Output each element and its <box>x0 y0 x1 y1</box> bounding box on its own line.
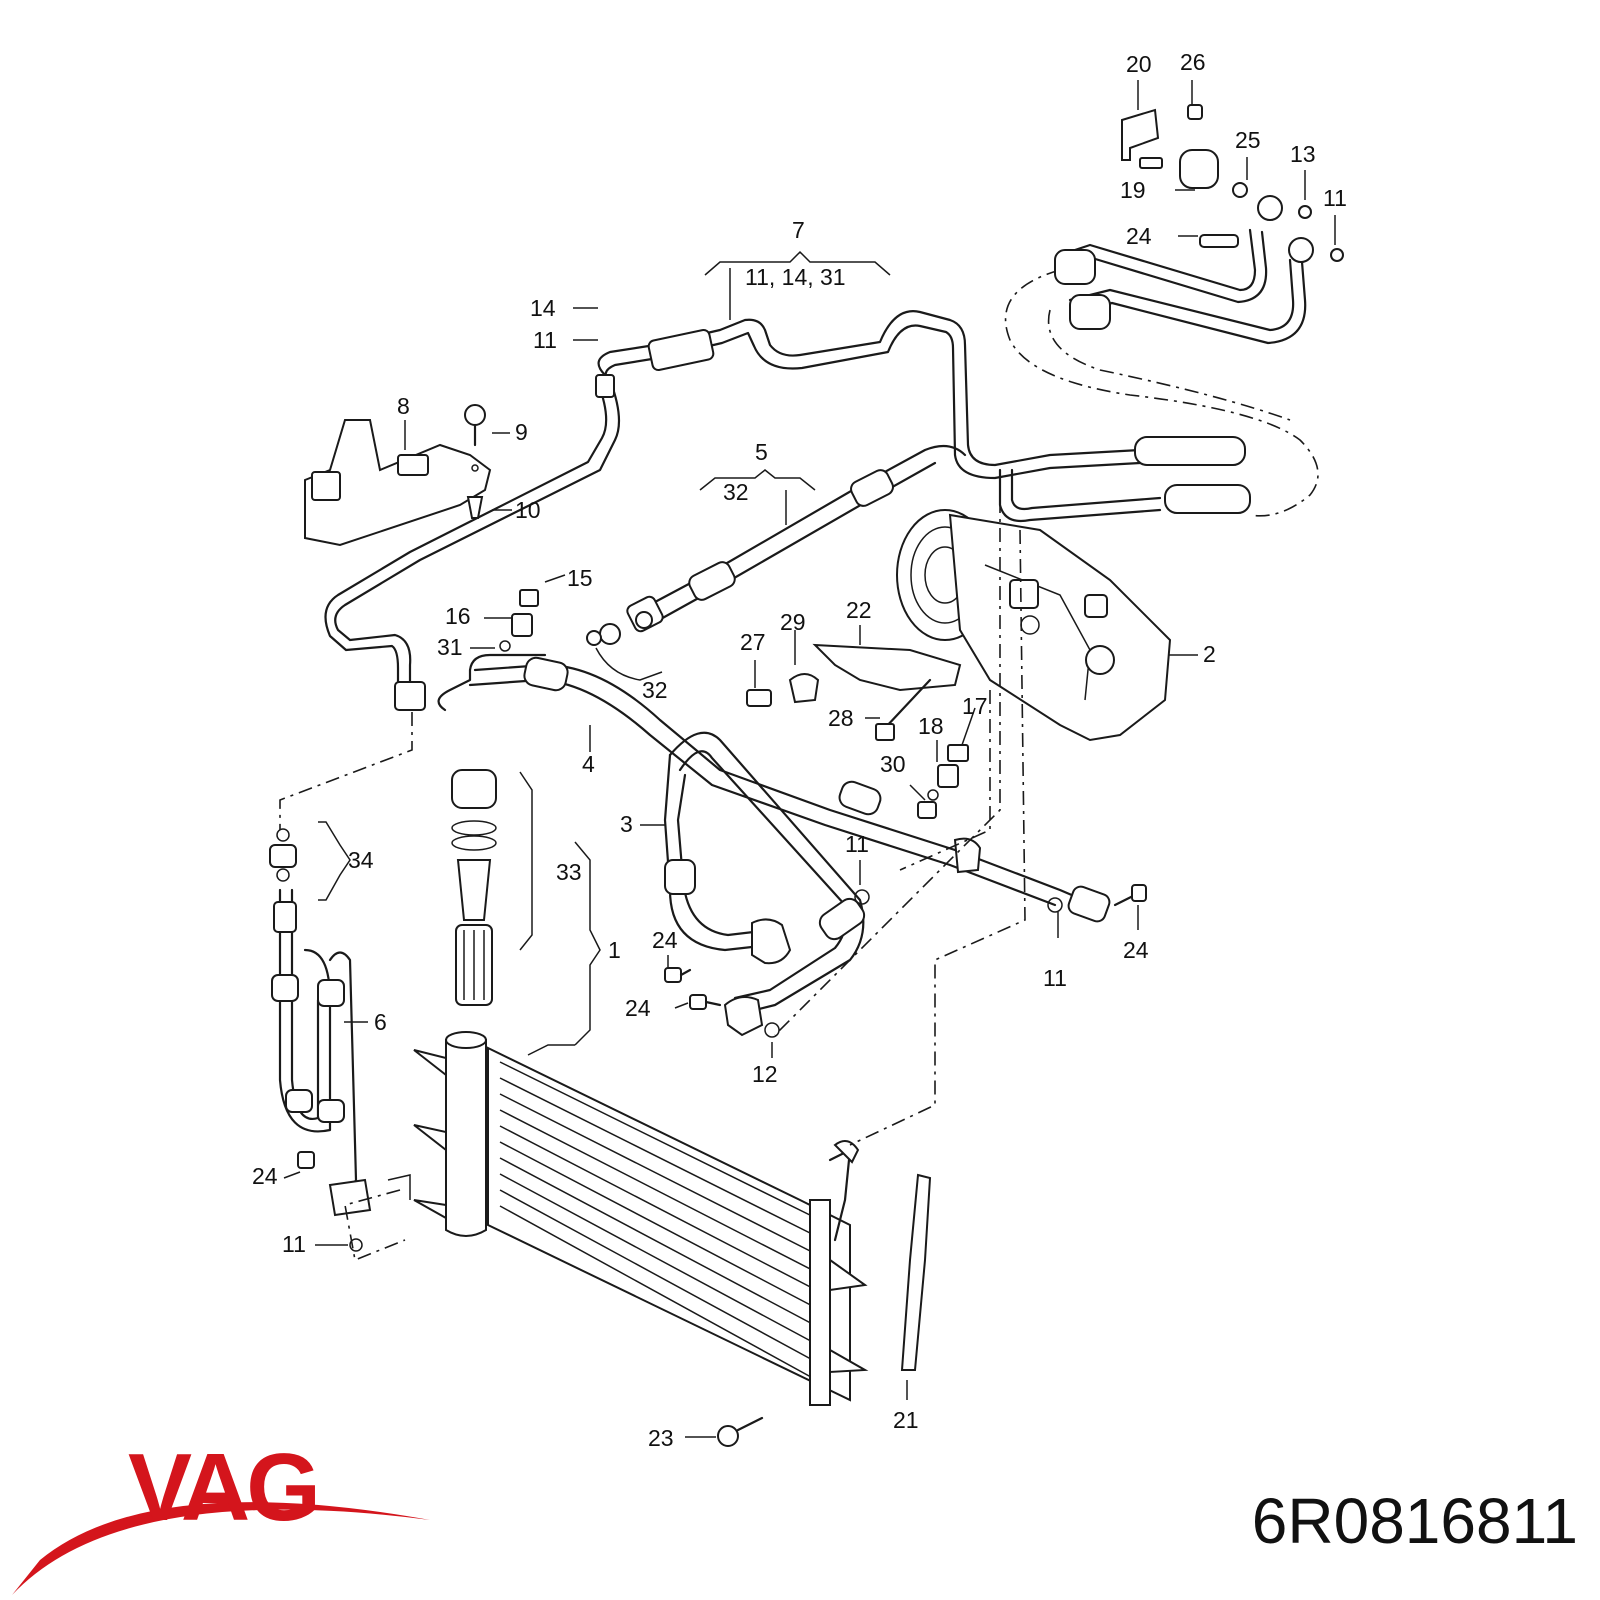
callout-27: 27 <box>740 629 766 655</box>
callout-21: 21 <box>893 1407 919 1433</box>
line-6 <box>269 828 372 1252</box>
screw-23 <box>717 1416 764 1447</box>
callout-8: 8 <box>397 393 410 419</box>
callout-20: 20 <box>1126 51 1152 77</box>
callout-19: 19 <box>1120 177 1146 203</box>
callout-labels: 20 26 25 13 11 19 24 11 7 11, 14, 31 14 … <box>252 49 1347 1451</box>
callout-30: 30 <box>880 751 906 777</box>
callout-12: 12 <box>752 1061 778 1087</box>
bracket-8 <box>304 404 492 547</box>
callout-10: 10 <box>515 497 541 523</box>
callout-3: 3 <box>620 811 633 837</box>
hose-3 <box>663 731 870 1038</box>
callout-1: 1 <box>608 937 621 963</box>
callout-11: 11 <box>845 831 869 857</box>
callout-9: 9 <box>515 419 528 445</box>
callout-32: 32 <box>723 479 749 505</box>
callout-23: 23 <box>648 1425 674 1451</box>
callout-32: 32 <box>642 677 668 703</box>
callout-26: 26 <box>1180 49 1206 75</box>
callout-14: 14 <box>530 295 556 321</box>
bracket-set-top-right <box>1121 104 1344 263</box>
seal-21 <box>900 1173 932 1371</box>
callout-11: 11 <box>1323 185 1347 211</box>
callout-24: 24 <box>1126 223 1152 249</box>
callout-15: 15 <box>567 565 593 591</box>
callout-34: 34 <box>348 847 374 873</box>
callout-6: 6 <box>374 1009 387 1035</box>
hose-outline-upper <box>1004 228 1319 517</box>
part-number: 6R0816811 <box>1251 1485 1578 1557</box>
callout-29: 29 <box>780 609 806 635</box>
pipe-assembly-7 <box>324 310 1162 711</box>
bracket-22 <box>746 643 969 819</box>
callout-11: 11 <box>1043 965 1067 991</box>
callout-11: 11 <box>282 1231 306 1257</box>
callout-31: 31 <box>437 634 463 660</box>
compressor-2 <box>896 509 1172 742</box>
logo-swoosh <box>12 1502 430 1595</box>
callout-24: 24 <box>625 995 651 1021</box>
callout-24: 24 <box>252 1163 278 1189</box>
callout-5: 5 <box>755 439 768 465</box>
callout-group-11-14-31: 11, 14, 31 <box>745 264 846 290</box>
callout-24: 24 <box>1123 937 1149 963</box>
fittings-15-16-31 <box>499 589 653 652</box>
callout-4: 4 <box>582 751 595 777</box>
callout-33: 33 <box>556 859 582 885</box>
callout-17: 17 <box>962 693 988 719</box>
callout-24: 24 <box>652 927 678 953</box>
callout-leaders <box>283 80 1336 1438</box>
callout-2: 2 <box>1203 641 1216 667</box>
callout-16: 16 <box>445 603 471 629</box>
callout-13: 13 <box>1290 141 1316 167</box>
callout-28: 28 <box>828 705 854 731</box>
dashed-leaders <box>279 470 1026 1262</box>
callout-11: 11 <box>533 327 557 353</box>
callout-22: 22 <box>846 597 872 623</box>
callout-18: 18 <box>918 713 944 739</box>
logo-text: VAG <box>128 1434 317 1541</box>
callout-25: 25 <box>1235 127 1261 153</box>
vag-logo: VAG <box>12 1434 430 1595</box>
receiver-drier-33 <box>451 769 497 1006</box>
group-brackets <box>318 250 891 1056</box>
callout-7: 7 <box>792 217 805 243</box>
condenser-1 <box>413 1031 869 1406</box>
hose-4 <box>437 653 1147 923</box>
